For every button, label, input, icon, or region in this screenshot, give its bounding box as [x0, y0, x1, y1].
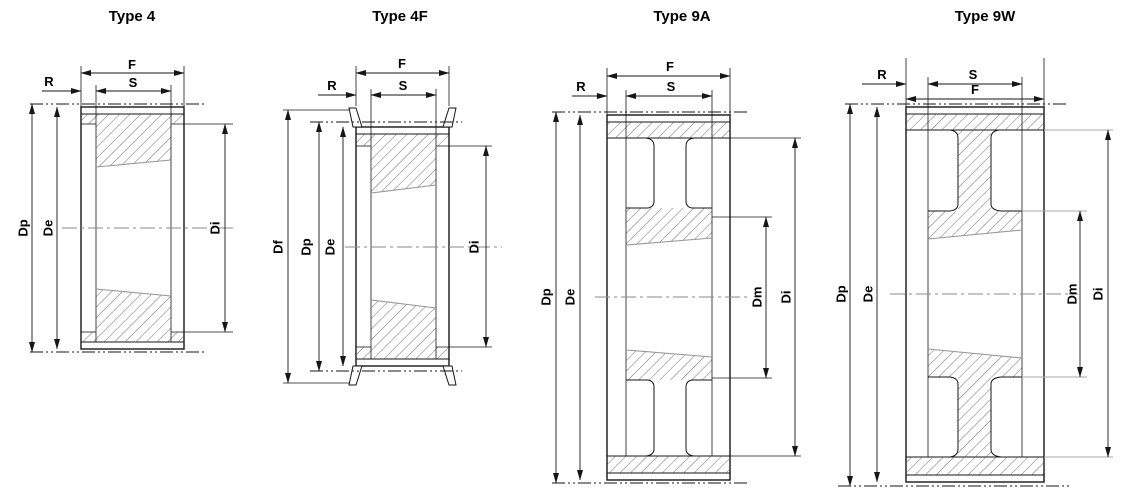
dim-De: De	[41, 106, 60, 350]
taper-bore-line-bottom	[370, 299, 437, 309]
dim-Df: Df	[271, 109, 350, 384]
dim-S: S	[927, 67, 1023, 87]
dim-label-dp: Dp	[16, 219, 31, 236]
dim-label-dp: Dp	[299, 238, 314, 255]
taper-bore-line-bottom	[95, 288, 172, 297]
panel-title-type-4f: Type 4F	[372, 8, 428, 25]
dim-label-r: R	[576, 79, 586, 94]
drawing-type-9w: R S F Dp De Dm Di	[834, 8, 1113, 487]
dim-label-dm: Dm	[750, 287, 765, 308]
flange-top-left	[348, 107, 363, 128]
dim-De: De	[861, 106, 880, 483]
dim-F: F	[355, 56, 450, 106]
dim-label-di: Di	[1091, 288, 1106, 301]
flange-bottom-right	[442, 365, 457, 386]
dim-De: De	[323, 126, 346, 367]
panel-title-type-9a: Type 9A	[653, 8, 710, 25]
dim-Dp: Dp	[539, 111, 559, 484]
dim-R: R	[572, 79, 608, 99]
dim-R: R	[318, 78, 357, 98]
pulley-body-type-9w	[905, 77, 1045, 483]
dim-label-dp: Dp	[834, 285, 849, 302]
dim-label-f: F	[128, 57, 136, 72]
dim-Dm: Dm	[1022, 210, 1087, 378]
dim-R: R	[42, 74, 82, 94]
dim-label-f: F	[971, 82, 979, 97]
dim-Dp: Dp	[834, 103, 853, 487]
taper-bore-line-top	[927, 229, 1023, 240]
dim-label-de: De	[323, 239, 338, 256]
drawing-type-4f: F S R Df Dp De Di Type 4F	[271, 8, 502, 386]
dim-S: S	[95, 75, 172, 94]
dim-label-s: S	[969, 67, 978, 82]
dim-Di: Di	[730, 137, 801, 457]
dim-S: S	[370, 78, 437, 98]
dim-label-s: S	[399, 78, 408, 93]
panel-title-type-9w: Type 9W	[955, 8, 1016, 25]
dim-label-f: F	[666, 59, 674, 74]
dim-label-r: R	[327, 78, 337, 93]
dim-label-di: Di	[208, 222, 223, 235]
taper-bore-line-bottom	[927, 348, 1023, 359]
dim-label-dp: Dp	[539, 288, 554, 305]
dim-label-r: R	[877, 67, 887, 82]
dim-Di: Di	[1044, 129, 1113, 458]
pulley-body-type-4	[80, 85, 233, 350]
dim-label-r: R	[44, 74, 54, 89]
dim-label-df: Df	[271, 239, 286, 253]
dim-label-s: S	[129, 75, 138, 90]
taper-bore-line-top	[625, 237, 713, 246]
dim-F: F	[905, 58, 1045, 107]
dim-label-de: De	[563, 289, 578, 306]
drawing-type-9a: F S R Dp De Dm Di Type 9A	[539, 8, 801, 484]
dim-Dp: Dp	[16, 103, 35, 353]
dim-Di: Di	[208, 123, 228, 333]
taper-bore-line-top	[370, 184, 437, 194]
dim-F: F	[80, 57, 185, 107]
dim-label-de: De	[861, 286, 876, 303]
drawing-type-4: F S R Dp De Di Type 4	[16, 8, 235, 353]
dim-label-f: F	[398, 56, 406, 71]
pulley-body-type-9a	[606, 90, 731, 481]
dim-R: R	[862, 58, 907, 107]
dim-S: S	[625, 79, 713, 99]
dim-F: F	[606, 59, 731, 115]
pulley-body-type-4f	[348, 89, 492, 386]
dim-label-de: De	[41, 220, 56, 237]
dim-Dp: Dp	[299, 121, 322, 372]
taper-bore-line-bottom	[625, 349, 713, 358]
flange-bottom-left	[348, 365, 363, 386]
dim-Di: Di	[467, 145, 489, 348]
dim-De: De	[563, 114, 583, 481]
dim-label-di: Di	[779, 291, 794, 304]
dim-label-s: S	[667, 79, 676, 94]
taper-bore-line-top	[95, 159, 172, 168]
dim-label-di: Di	[467, 241, 482, 254]
panel-title-type-4: Type 4	[109, 8, 156, 25]
flange-top-right	[442, 107, 457, 128]
dim-label-dm: Dm	[1065, 284, 1080, 305]
dim-Dm: Dm	[712, 216, 772, 379]
